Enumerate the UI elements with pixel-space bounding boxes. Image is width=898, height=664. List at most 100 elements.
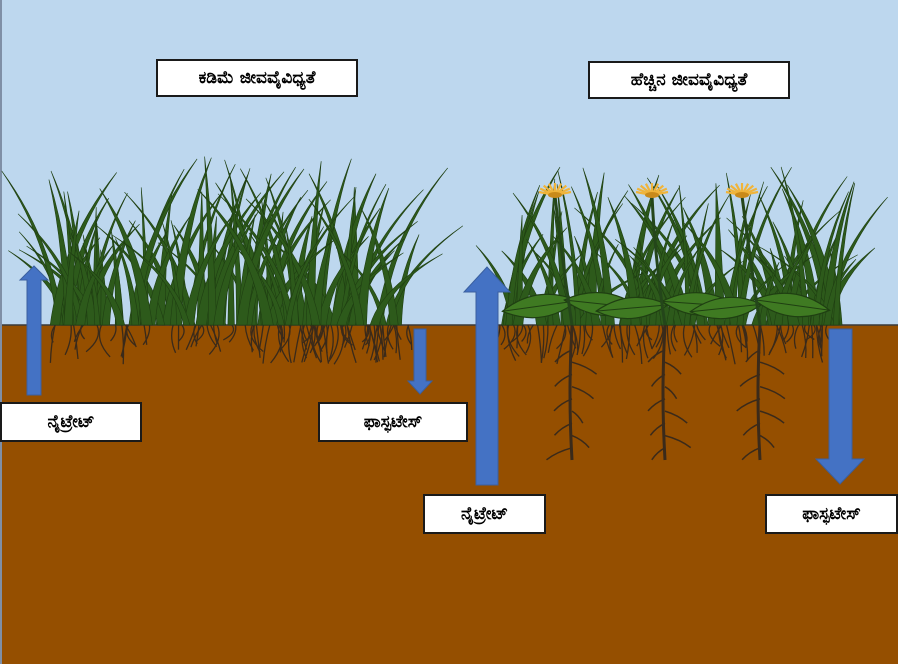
root-strand [340,324,351,343]
phosphate-arrow-high [814,328,866,485]
grass-blade [245,198,321,326]
root-strand [800,324,810,358]
root-strand [72,324,79,360]
root-strand [375,324,380,363]
root-strand [73,324,85,342]
taproot-branch [759,410,785,424]
root-strand [606,324,613,345]
root-strand [143,324,148,345]
high-diversity-roots [484,324,836,461]
flower-center [645,192,659,198]
root-strand [571,324,579,353]
label-phosphate-low: ಫಾಸ್ಫಟೇಸ್ [318,402,468,442]
grass-blade [305,161,322,326]
root-strand [803,324,815,341]
root-strand [50,324,57,343]
taproot-branch [571,385,595,400]
root-strand [576,324,582,356]
grass-blade [356,187,390,326]
root-strand [725,324,736,365]
grass-blade [82,243,101,326]
grass-blade [557,170,582,326]
root-strand [303,324,315,363]
root-strand [305,324,318,359]
leaf-vein [596,304,668,312]
root-strand [692,324,698,353]
root-strand [696,324,706,341]
taproot-branch [664,410,688,424]
grass-blade [582,167,615,326]
grass-blade [780,166,810,326]
root-strand [741,324,747,348]
root-strand [365,324,371,354]
flux-arrows [18,265,866,486]
grass-blade [678,185,692,326]
root-strand [209,324,222,352]
root-strand [600,324,613,348]
grass-blade [112,235,191,326]
taproot-branch [741,447,761,461]
root-strand [810,324,814,359]
root-strand [682,324,693,358]
grass-blade [183,213,235,326]
root-strand [582,324,594,357]
root-strand [716,324,727,361]
root-strand [642,324,649,359]
root-strand [817,324,823,350]
root-strand [521,324,527,342]
low-diversity-grass [1,156,463,326]
root-strand [670,324,677,352]
broad-leaf [753,292,831,318]
root-strand [779,324,787,345]
grass-blade [369,253,443,326]
title-low-biodiversity: ಕಡಿಮೆ ಜೀವವೈವಿಧ್ಯತೆ [156,59,358,97]
root-strand [506,324,517,361]
leaf-vein [502,300,578,312]
root-strand [190,324,203,348]
phosphate-arrow-low [406,328,434,395]
root-strand [651,324,660,350]
label-phosphate-high: ಫಾಸ್ಫಟೇಸ್ [765,494,898,534]
root-strand [120,324,128,357]
root-strand [737,324,743,353]
root-strand [637,324,650,342]
root-strand [379,324,384,360]
root-strand [270,324,284,364]
root-strand [364,324,370,347]
flower-head [635,183,669,198]
grass-blade [316,236,369,326]
root-strand [543,324,549,359]
taproot-branch [553,398,573,412]
taproot-branch [554,373,573,387]
root-strand [255,324,261,358]
root-strand [49,324,56,363]
high-diversity-flowers [538,183,762,326]
root-strand [547,324,558,353]
taproot-branch [759,361,785,375]
root-strand [193,324,198,345]
root-strand [783,324,790,341]
root-strand [382,324,387,357]
taproot-branch [664,434,692,449]
root-strand [735,324,747,349]
root-strand [279,324,291,351]
leaf-vein [754,299,830,311]
root-strand [369,324,376,361]
root-strand [540,324,545,363]
grass-blade [75,244,115,326]
root-strand [313,324,326,347]
root-strand [407,324,413,351]
root-strand [301,324,313,344]
root-strand [666,324,672,355]
root-strand [299,324,308,350]
label-nitrate-high: ನೈಟ್ರೇಟ್ [423,494,546,534]
title-high-biodiversity: ಹೆಚ್ಚಿನ ಜೀವವೈವಿಧ್ಯತೆ [588,61,790,99]
root-strand [525,324,532,354]
grass-blade [512,192,572,326]
grass-blade [204,156,217,326]
grass-blade [310,224,336,326]
root-strand [516,324,527,356]
root-strand [301,324,313,363]
grass-blade [115,238,140,326]
